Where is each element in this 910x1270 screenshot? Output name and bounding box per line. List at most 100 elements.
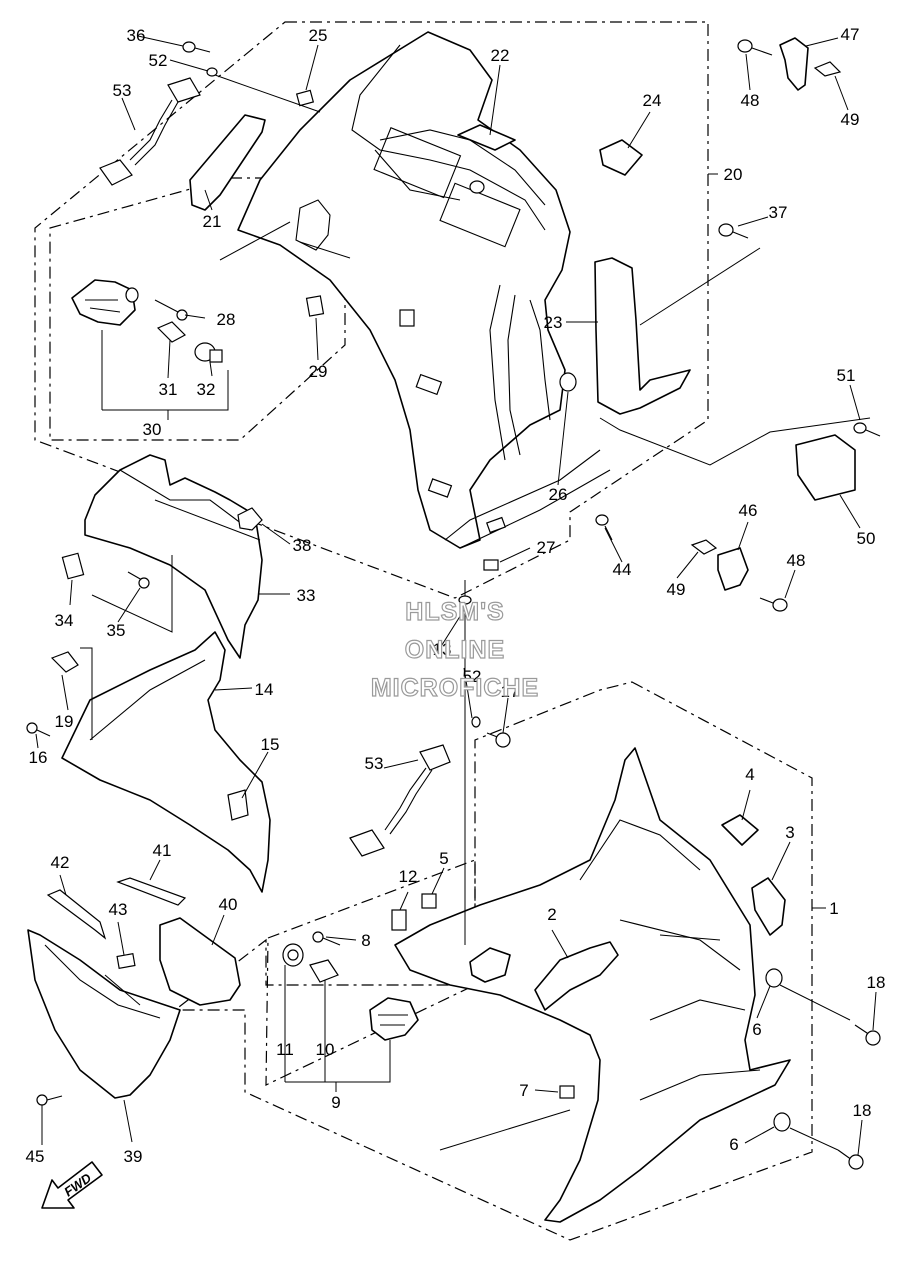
callout-51: 51 [837, 366, 856, 385]
callout-6-lower: 6 [729, 1135, 738, 1154]
callout-2: 2 [547, 905, 556, 924]
callout-24: 24 [643, 91, 662, 110]
callout-11: 11 [276, 1040, 294, 1059]
callout-25: 25 [309, 26, 328, 45]
callout-33: 33 [297, 586, 316, 605]
callout-48-top: 48 [741, 91, 760, 110]
callout-36: 36 [127, 26, 146, 45]
inner-panel-14-detail [89, 659, 206, 741]
screw-28 [154, 299, 188, 321]
callout-8: 8 [361, 931, 370, 950]
bracket-15 [227, 789, 249, 821]
grommet-26 [559, 372, 577, 392]
clip-nut-27a [486, 516, 506, 534]
watermark-line-3: MICROFICHE [371, 674, 539, 702]
callout-43: 43 [109, 900, 128, 919]
inner-panel-33-detail [119, 469, 251, 531]
damper-block [599, 139, 643, 176]
bracket-47 [779, 37, 809, 91]
strip-41 [116, 877, 187, 906]
callout-26: 26 [549, 485, 568, 504]
clip-nut-5 [421, 893, 437, 909]
callout-38: 38 [293, 536, 312, 555]
callout-39: 39 [124, 1147, 143, 1166]
screw-13 [458, 580, 472, 605]
bolt-44 [595, 514, 613, 541]
strip-42 [46, 889, 107, 940]
grommet-6b [773, 1112, 791, 1132]
callout-49-bottom: 49 [667, 580, 686, 599]
callout-6-upper: 6 [752, 1020, 761, 1039]
callout-1: 1 [829, 899, 838, 918]
damper-22 [457, 124, 516, 151]
turn-signal-subgroup-outline [265, 859, 476, 1086]
callout-27: 27 [537, 538, 556, 557]
clip-49-top [813, 61, 842, 77]
forward-direction-arrow: FWD [41, 1161, 103, 1209]
socket-11 [282, 943, 304, 967]
bolt-36 [182, 41, 211, 53]
callout-30: 30 [143, 420, 162, 439]
callout-42: 42 [51, 853, 70, 872]
air-duct-part [594, 257, 691, 415]
wire-lead-53-bottom [349, 744, 451, 857]
damper-29 [305, 295, 325, 317]
side-panel-21 [189, 114, 266, 211]
callout-14: 14 [255, 680, 274, 699]
callout-41: 41 [153, 841, 172, 860]
leader-lines [35, 35, 877, 1156]
callout-10: 10 [316, 1040, 335, 1059]
bracket-46 [717, 547, 749, 591]
callout-49-top: 49 [841, 110, 860, 129]
clip-nut-27b [483, 559, 499, 571]
callout-50: 50 [857, 529, 876, 548]
upper-cowling [237, 31, 611, 549]
upper-cowling-group-outline [34, 21, 709, 599]
bolt-51 [853, 422, 881, 437]
screw-16 [26, 722, 51, 737]
callout-16: 16 [29, 748, 48, 767]
grommet-6a [765, 968, 783, 988]
callout-53-top: 53 [113, 81, 132, 100]
lower-cowling [394, 747, 791, 1223]
reflector-block [469, 947, 511, 983]
cover-3 [751, 877, 786, 936]
callout-37: 37 [769, 203, 788, 222]
callout-52-bottom: 52 [463, 667, 482, 686]
rivet-19 [50, 651, 79, 673]
washer-52-bottom [471, 716, 481, 728]
callout-23: 23 [544, 313, 563, 332]
callout-28: 28 [217, 310, 236, 329]
callout-13: 13 [433, 640, 452, 659]
callout-47: 47 [841, 25, 860, 44]
callout-34: 34 [55, 611, 74, 630]
callout-29: 29 [309, 362, 328, 381]
callout-35: 35 [107, 621, 126, 640]
damper-4 [721, 814, 759, 846]
bolt-48-top [737, 39, 773, 56]
bolt-48-bottom [759, 597, 788, 612]
callout-18-lower: 18 [853, 1101, 872, 1120]
bracket-50 [795, 434, 856, 501]
panel-40 [159, 917, 241, 1006]
wire-lead-53-top [99, 77, 201, 186]
callout-18-upper: 18 [867, 973, 886, 992]
rivet-38 [237, 507, 263, 531]
bracket-2 [534, 941, 619, 1011]
callout-31: 31 [159, 380, 178, 399]
clip-34 [61, 552, 85, 580]
headlight-assembly [71, 279, 139, 326]
side-cover-39 [27, 929, 181, 1099]
callout-5: 5 [439, 849, 448, 868]
callout-40: 40 [219, 895, 238, 914]
bulb-10 [309, 959, 339, 983]
callout-21: 21 [203, 212, 222, 231]
callout-9: 9 [331, 1093, 340, 1112]
callout-15: 15 [261, 735, 280, 754]
callout-12: 12 [399, 867, 418, 886]
callout-19: 19 [55, 712, 74, 731]
callout-labels: 36 52 53 25 22 24 20 21 28 29 31 32 30 2… [26, 25, 886, 1166]
screw-45 [36, 1094, 63, 1106]
clip-nut-25 [295, 89, 315, 107]
callout-44: 44 [613, 560, 632, 579]
